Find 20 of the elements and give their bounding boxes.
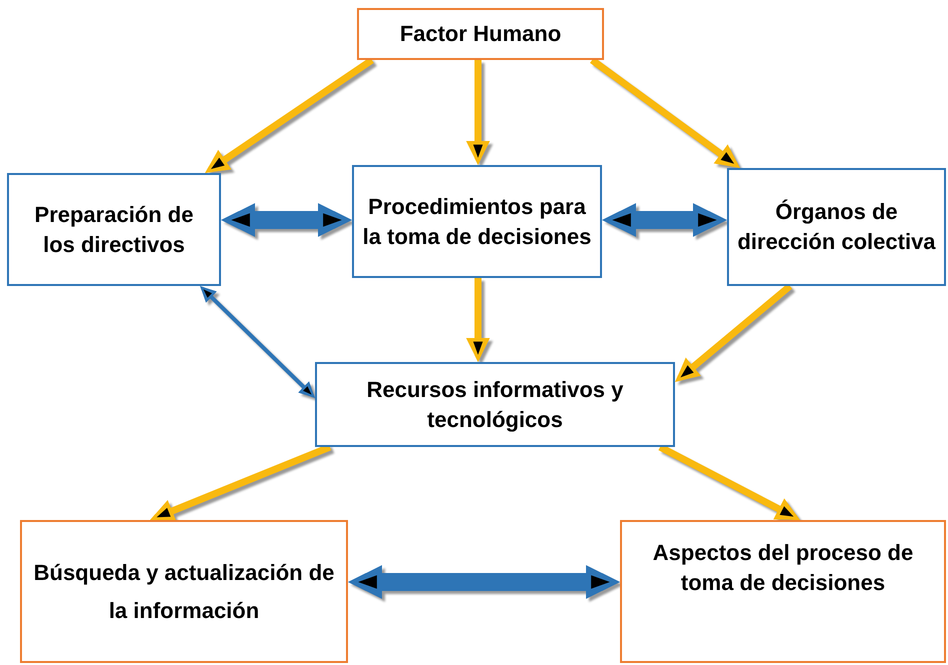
arrow	[466, 60, 490, 165]
arrow	[221, 203, 352, 237]
process-box	[315, 362, 675, 447]
process-box	[20, 520, 348, 663]
process-box	[727, 168, 946, 286]
process-box	[352, 165, 602, 278]
box-label: Factor Humano	[400, 20, 562, 48]
box-label: Aspectos del proceso de toma de decisiones	[652, 539, 914, 597]
process-box	[357, 8, 604, 60]
box-label: Recursos informativos y tecnológicos	[366, 376, 624, 434]
box-label: Preparación de los directivos	[34, 200, 194, 258]
arrow	[348, 565, 620, 599]
arrow	[200, 286, 315, 398]
box-label: Procedimientos para la toma de decisiones	[362, 192, 592, 250]
box-label: Órganos de dirección colectiva	[737, 198, 936, 256]
arrow	[602, 203, 727, 237]
process-box	[620, 520, 946, 663]
arrow	[466, 278, 490, 362]
box-label: Búsqueda y actualización de la información	[32, 559, 336, 624]
process-box	[7, 173, 221, 286]
